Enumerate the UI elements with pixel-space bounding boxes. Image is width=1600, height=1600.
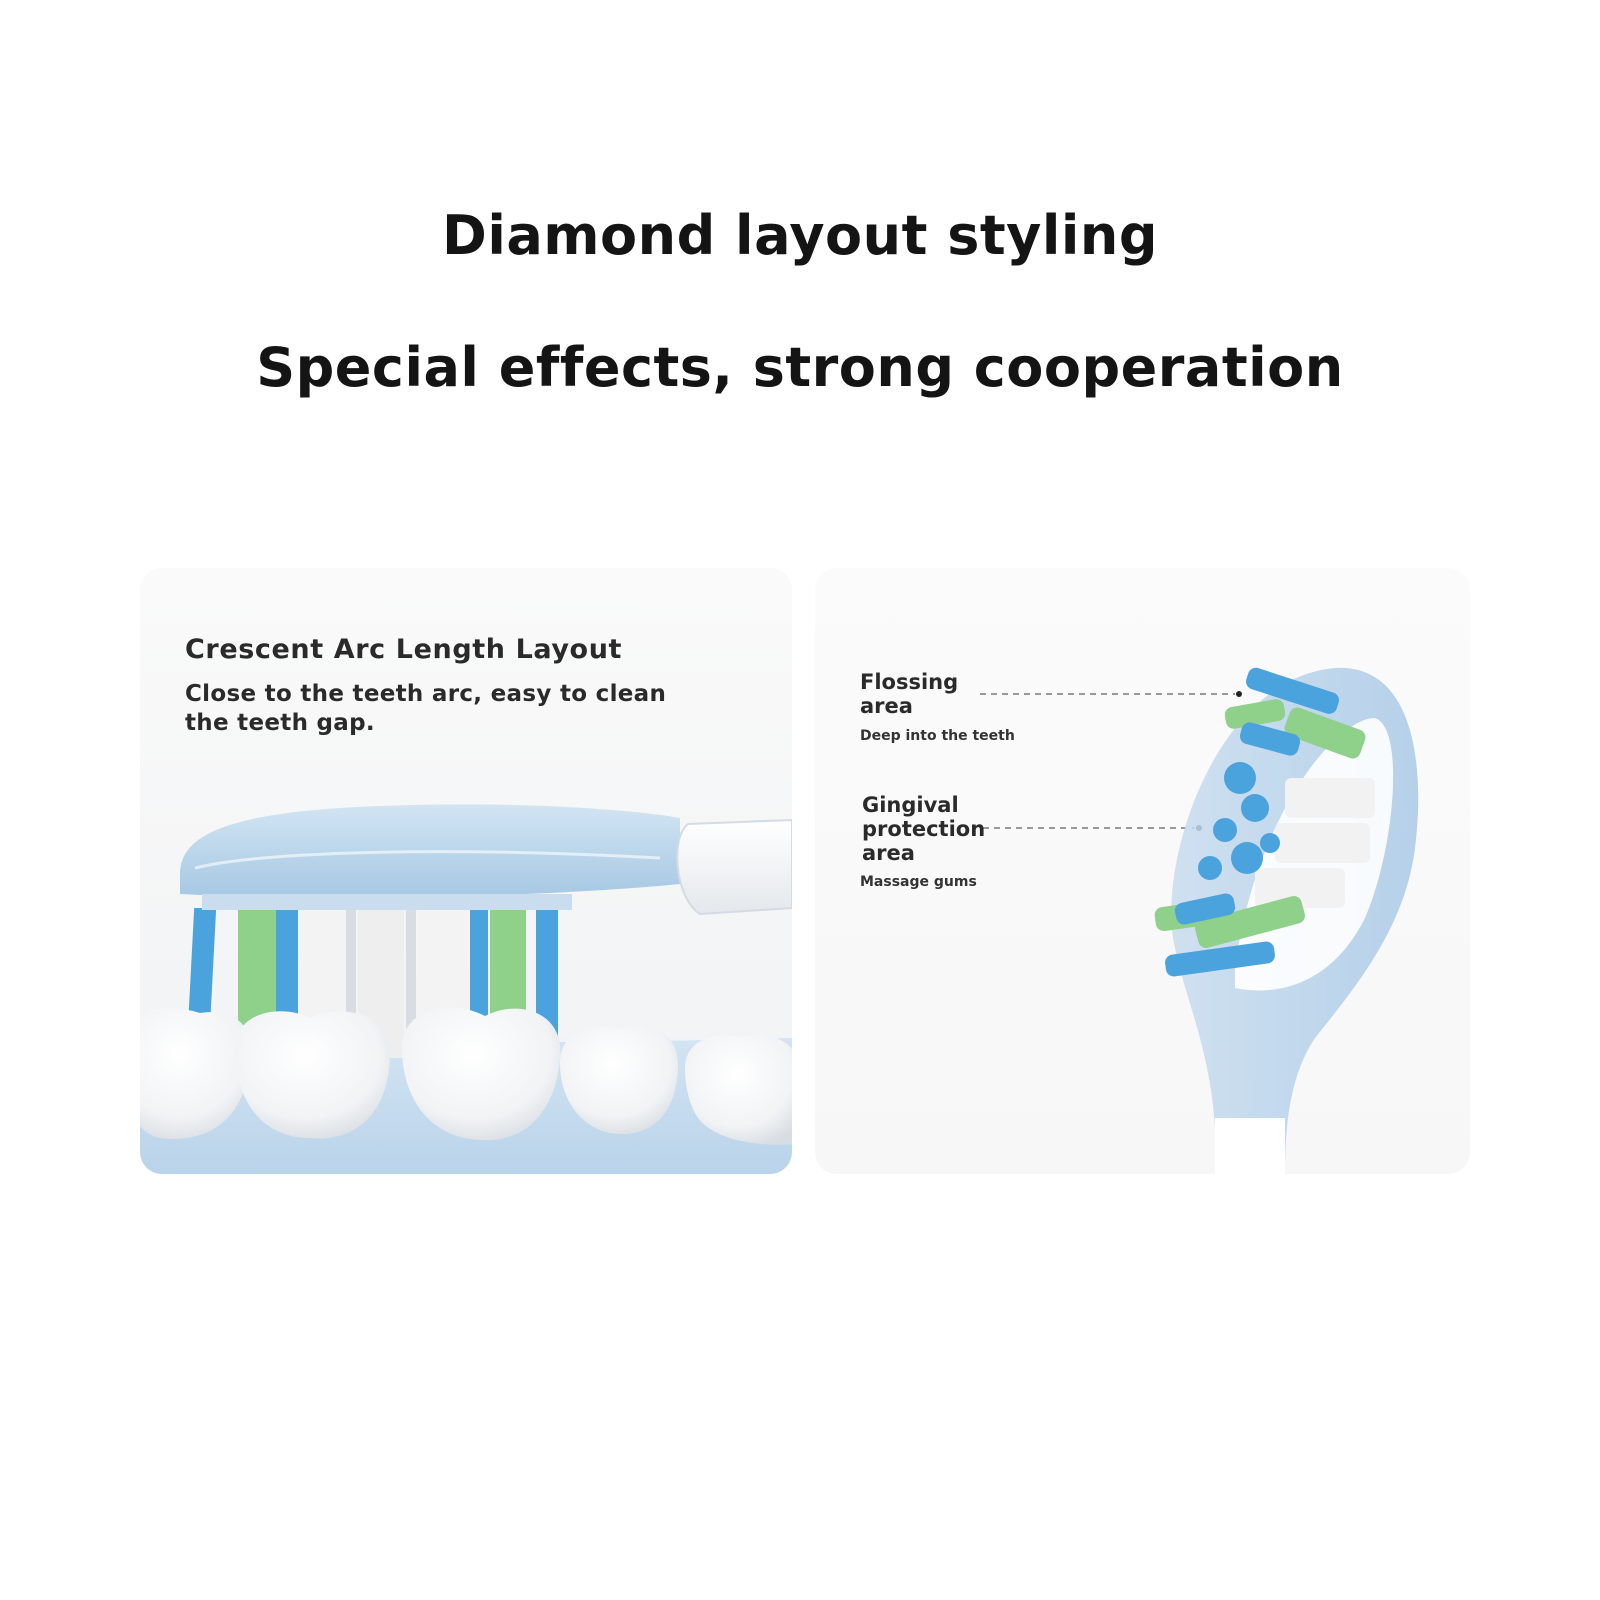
gingival-area-subtitle: Massage gums xyxy=(860,874,977,890)
brush-head-zones-panel: Flossing area Deep into the teeth Gingiv… xyxy=(815,568,1470,1174)
flossing-area-label: Flossing area xyxy=(860,670,959,718)
gingival-tufts xyxy=(1198,762,1375,908)
crescent-layout-panel: Crescent Arc Length Layout Close to the … xyxy=(140,568,792,1174)
brush-head-illustration xyxy=(980,667,1419,1174)
gingival-area-label: Gingival protection area xyxy=(862,793,986,865)
teeth xyxy=(140,1007,792,1145)
layout-description: Close to the teeth arc, easy to clean th… xyxy=(185,681,667,736)
layout-title: Crescent Arc Length Layout xyxy=(185,634,623,665)
headline-primary: Diamond layout styling xyxy=(442,204,1158,267)
lower-tufts xyxy=(1154,893,1305,977)
flossing-area-subtitle: Deep into the teeth xyxy=(860,728,1015,744)
brush-on-teeth-illustration xyxy=(140,804,792,1174)
flossing-tufts xyxy=(1224,667,1366,759)
headline-secondary: Special effects, strong cooperation xyxy=(256,336,1344,399)
